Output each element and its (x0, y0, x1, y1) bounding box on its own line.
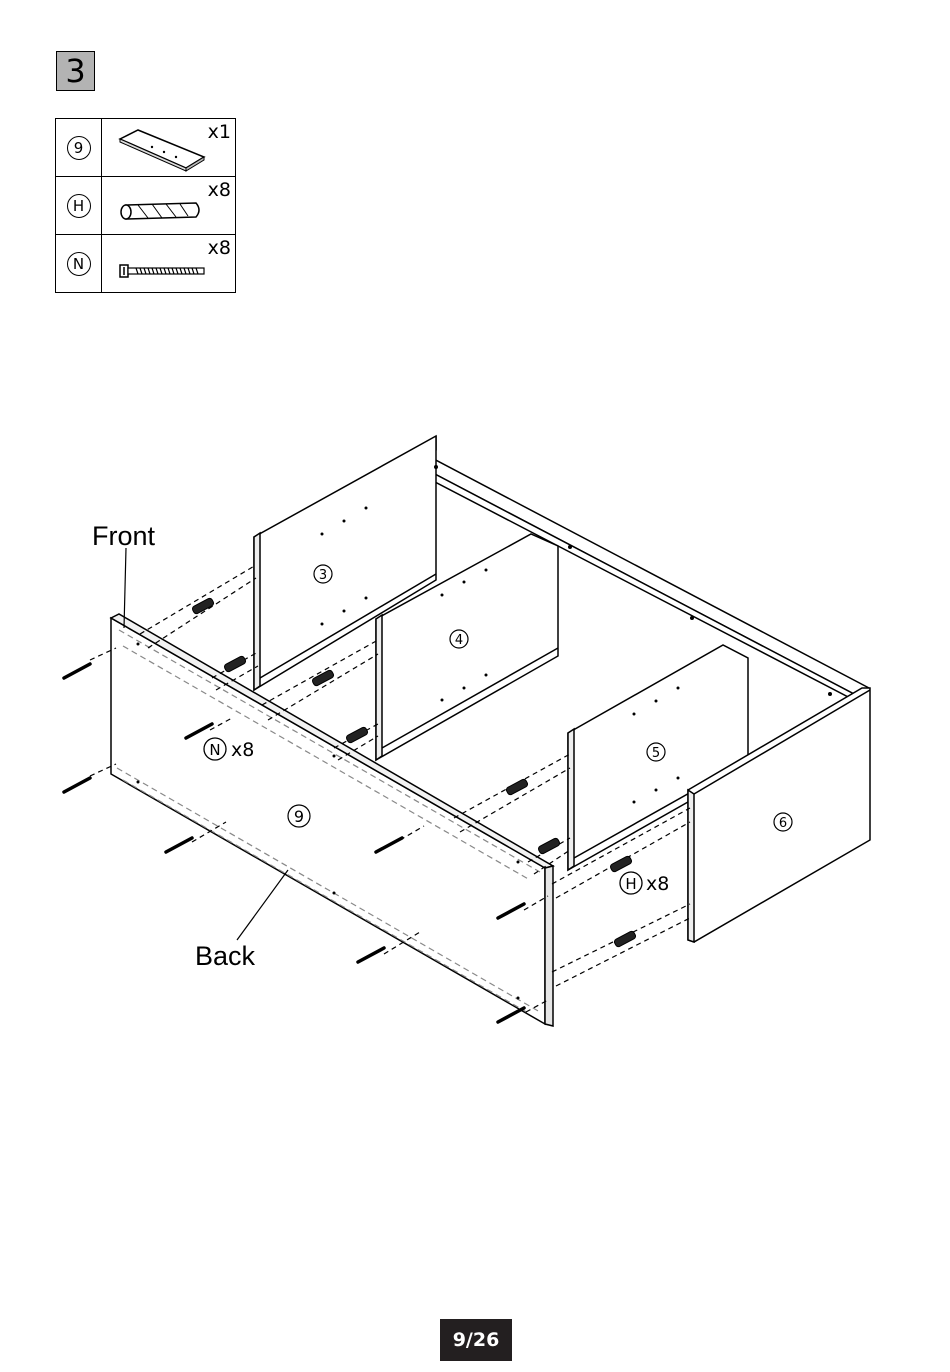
panel-label-6: 6 (779, 816, 787, 831)
callout-h-id: H (625, 875, 636, 893)
panel-label-4: 4 (455, 633, 463, 648)
panel-label-5: 5 (652, 746, 660, 761)
back-label: Back (195, 941, 256, 971)
panel-label-3: 3 (319, 568, 327, 583)
panel-label-9: 9 (294, 807, 304, 826)
front-label: Front (92, 521, 156, 551)
page-number: 9/26 (440, 1319, 512, 1361)
assembly-diagram: 3 4 5 6 9 N x8 H x8 Front Back (0, 0, 950, 1300)
callout-n-qty: x8 (231, 739, 254, 761)
callout-h-qty: x8 (646, 873, 669, 895)
callout-n-id: N (209, 741, 220, 759)
